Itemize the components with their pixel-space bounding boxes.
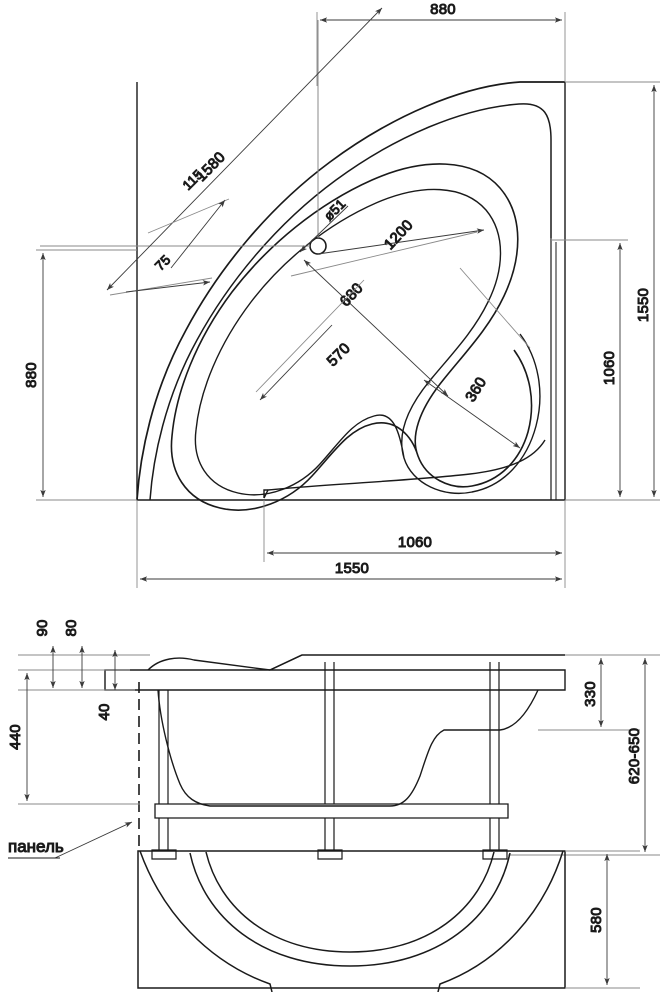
dim-label-1060-right: 1060: [601, 351, 618, 385]
dim-label-1550-bottom: 1550: [335, 560, 369, 577]
side-rim-slab: [104, 669, 566, 691]
frame-bottom-rail: [154, 803, 509, 819]
plan-seat-step-end: [263, 489, 268, 498]
ext-line-360-ref: [459, 267, 531, 349]
plan-seat-step: [263, 439, 546, 499]
dim-label-570: 570: [324, 340, 354, 370]
dim-label-580: 580: [588, 907, 605, 933]
plan-bowl-inner-edge: [194, 188, 541, 496]
front-outline-rect: [137, 850, 566, 989]
dim-label-40: 40: [96, 703, 113, 720]
dim-line-75: [125, 280, 211, 293]
frame-foot-1: [151, 849, 177, 860]
dim-label-620-650: 620-650: [626, 728, 643, 784]
side-bowl-left-wall: [157, 689, 390, 807]
frame-foot-3: [482, 849, 508, 860]
frame-leg-1-lower: [158, 818, 169, 850]
ext-line-75-a: [109, 277, 213, 296]
dim-label-75: 75: [152, 252, 174, 274]
dim-line-1580-diagonal: [106, 7, 383, 291]
leader-line-drain: [299, 205, 349, 253]
dim-label-680: 680: [337, 280, 367, 310]
front-view-group: 580: [137, 850, 640, 992]
front-bowl-arc-outer: [189, 852, 511, 967]
ext-line-115-a: [147, 198, 230, 234]
side-bowl-right-wall: [499, 689, 539, 731]
dim-line-115: [170, 199, 226, 269]
side-view-group: панель 90 80 40 440 330 620-650: [7, 619, 660, 860]
dim-line-570: [259, 324, 333, 401]
side-upper-rim-top: [269, 654, 565, 671]
dim-label-880-left: 880: [23, 362, 40, 388]
dim-label-330: 330: [582, 681, 599, 707]
ext-line-570-ref: [255, 279, 365, 393]
front-left-sweep: [139, 850, 273, 992]
frame-foot-2: [317, 849, 343, 860]
dim-label-440: 440: [7, 724, 24, 750]
plan-view-group: 880 880 1550 1060 1060 1550 1580 115: [23, 1, 660, 588]
side-rim-slope: [269, 654, 303, 671]
frame-leg-2-lower: [324, 818, 335, 850]
front-bowl-arc-inner: [205, 851, 495, 953]
panel-leader-line: [54, 821, 133, 859]
dim-label-1550-right: 1550: [635, 288, 652, 322]
side-seat-step-profile: [389, 729, 500, 807]
dim-label-90: 90: [34, 619, 51, 636]
dim-label-360: 360: [462, 374, 490, 405]
dim-line-360: [423, 379, 521, 449]
dim-line-1200: [317, 228, 485, 255]
panel-label: панель: [8, 837, 64, 856]
side-headrest-profile: [147, 657, 271, 671]
dim-label-1060-bottom: 1060: [398, 534, 432, 551]
front-right-sweep: [437, 850, 564, 992]
frame-leg-3-lower: [489, 818, 500, 850]
dim-line-680: [303, 259, 449, 397]
dim-label-880-top: 880: [430, 1, 456, 18]
dim-label-80: 80: [63, 619, 80, 636]
